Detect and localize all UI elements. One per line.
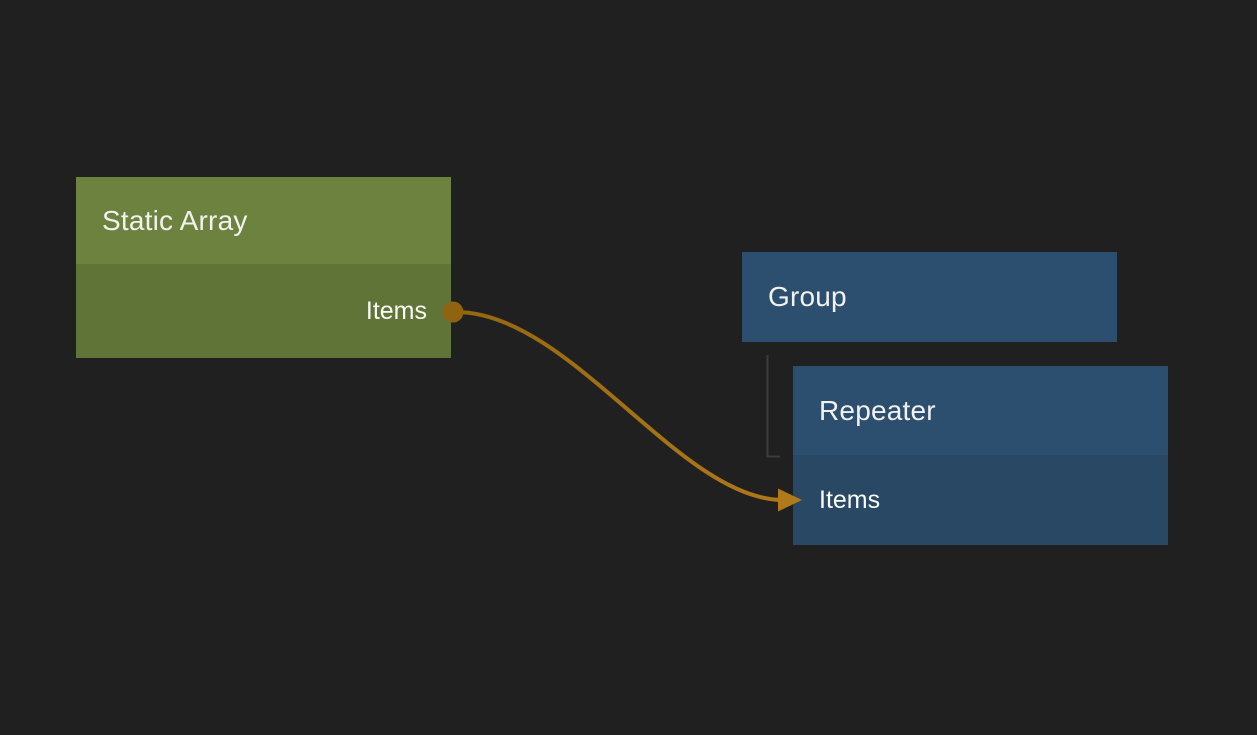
node-static-array-header: Static Array (76, 177, 451, 264)
connection-wire[interactable] (454, 310, 785, 502)
output-port-row-items[interactable]: Items (76, 297, 451, 326)
hierarchy-connector-line (766, 355, 780, 458)
output-port-dot[interactable] (442, 301, 464, 323)
node-repeater-body: Items (793, 455, 1168, 545)
node-repeater-header: Repeater (793, 366, 1168, 455)
node-static-array[interactable]: Static Array Items (76, 177, 451, 358)
node-group-header: Group (742, 252, 1117, 342)
node-title: Group (768, 281, 847, 312)
node-repeater[interactable]: Repeater Items (793, 366, 1168, 545)
input-port-label: Items (819, 485, 881, 514)
node-title: Static Array (102, 204, 248, 236)
node-group[interactable]: Group (742, 252, 1117, 342)
output-port-label: Items (365, 296, 427, 325)
input-port-row-items[interactable]: Items (793, 486, 1168, 515)
node-static-array-body: Items (76, 264, 451, 358)
node-title: Repeater (819, 394, 936, 426)
